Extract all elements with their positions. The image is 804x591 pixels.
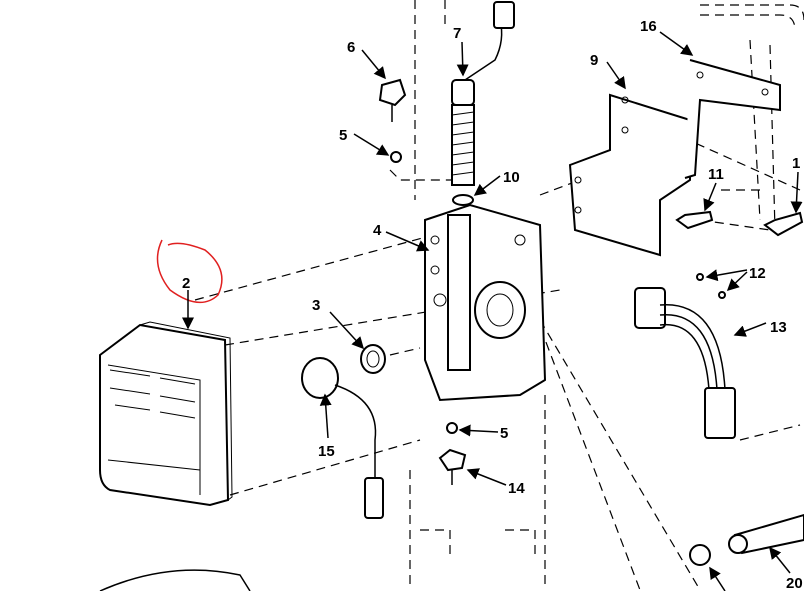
callout-4: 4 [373, 222, 382, 239]
bottom-part-outline [99, 569, 251, 591]
callout-9: 9 [590, 52, 598, 69]
callout-7: 7 [453, 25, 461, 42]
callout-6: 6 [347, 39, 355, 56]
callout-3: 3 [312, 297, 320, 314]
callout-labels: 16 9 6 7 5 10 1 11 4 12 2 3 13 15 5 14 2… [182, 18, 803, 591]
part-harness [634, 273, 736, 439]
part-bracket [568, 59, 781, 257]
part-sensor [301, 357, 384, 519]
part-washer [452, 194, 474, 206]
part-bolts [675, 210, 804, 237]
red-annotation-mark [156, 239, 223, 304]
part-valve-body [424, 203, 547, 402]
callout-11: 11 [708, 166, 724, 183]
callout-5-bottom: 5 [500, 425, 508, 442]
callout-2: 2 [182, 275, 190, 292]
housing-outline [414, 0, 804, 231]
callout-5-top: 5 [339, 127, 347, 144]
part-cover [99, 321, 233, 507]
callout-1: 1 [792, 155, 800, 172]
callout-10: 10 [503, 169, 520, 186]
assembly-lines [194, 124, 801, 591]
callout-16: 16 [640, 18, 657, 35]
part-oring [360, 344, 386, 374]
callout-14: 14 [508, 480, 525, 497]
part-solenoid-lead [451, 1, 515, 186]
callout-15: 15 [318, 443, 335, 460]
part-fitting [438, 448, 467, 485]
part-screw [378, 78, 458, 434]
callout-12: 12 [749, 265, 766, 282]
callout-20: 20 [786, 575, 803, 591]
part-tube [689, 513, 804, 566]
callout-13: 13 [770, 319, 787, 336]
leader-lines [182, 31, 803, 591]
